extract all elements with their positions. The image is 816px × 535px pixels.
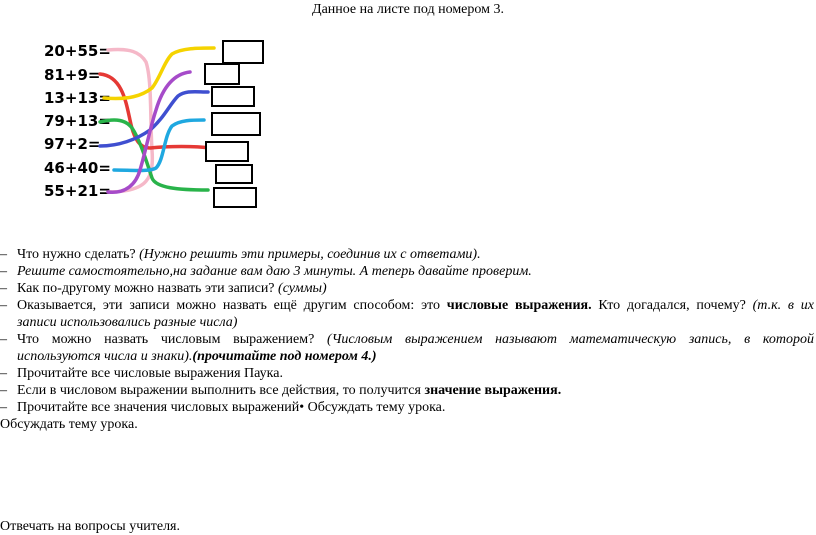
line-blue	[98, 89, 210, 148]
list-item: –Решите самостоятельно,на задание вам да…	[0, 264, 532, 279]
page-title: Данное на листе под номером 3.	[312, 2, 504, 17]
line-purple	[106, 70, 192, 194]
equation-3: 13+13=	[44, 89, 111, 107]
answer-box-4	[211, 112, 261, 136]
answer-box-6	[215, 164, 253, 184]
discussion-line: Обсуждать тему урока.	[0, 417, 138, 432]
list-item: –Прочитайте все числовые выражения Паука…	[0, 366, 283, 381]
equation-4: 79+13=	[44, 112, 111, 130]
list-item: – Оказывается, эти записи можно назвать …	[0, 298, 814, 330]
line-yellow	[102, 46, 216, 101]
equation-5: 97+2=	[44, 135, 101, 153]
list-item: –Что нужно сделать? (Нужно решить эти пр…	[0, 247, 481, 262]
equation-2: 81+9=	[44, 66, 101, 84]
answer-box-7	[213, 187, 257, 208]
answer-box-1	[222, 40, 264, 64]
list-item: –Как по-другому можно назвать эти записи…	[0, 281, 327, 296]
equation-6: 46+40=	[44, 159, 111, 177]
line-pink	[106, 47, 155, 194]
list-item: –Прочитайте все значения числовых выраже…	[0, 400, 446, 415]
answer-box-2	[204, 63, 240, 85]
answer-box-3	[211, 86, 255, 107]
lesson-steps-list: –Что нужно сделать? (Нужно решить эти пр…	[0, 246, 816, 433]
connecting-lines	[98, 46, 216, 194]
answer-box-5	[205, 141, 249, 162]
equation-7: 55+21=	[44, 182, 111, 200]
list-item: –Если в числовом выражении выполнить все…	[0, 383, 562, 398]
list-item: – Что можно назвать числовым выражением?…	[0, 332, 814, 364]
bottom-instruction: Отвечать на вопросы учителя.	[0, 519, 180, 534]
equation-1: 20+55=	[44, 42, 111, 60]
spider-matching-figure: 20+55= 81+9= 13+13= 79+13= 97+2= 46+40= …	[0, 0, 816, 240]
line-green	[98, 118, 210, 192]
